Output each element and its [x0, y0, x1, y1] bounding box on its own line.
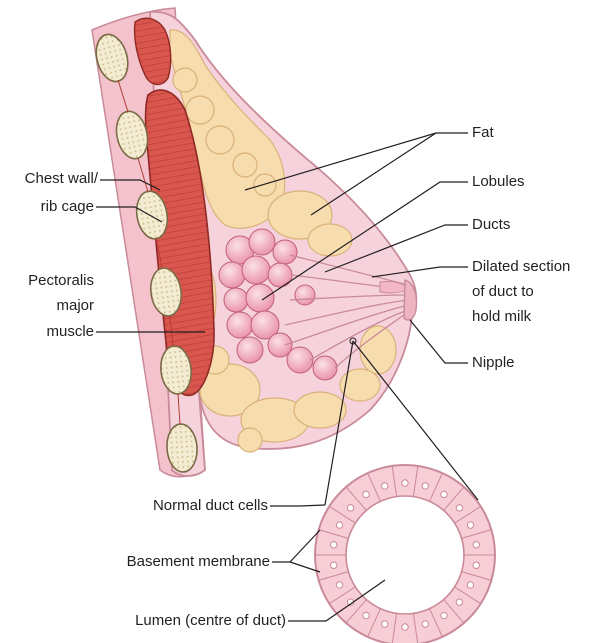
cell-nucleus — [331, 562, 337, 568]
cell-nucleus — [422, 621, 428, 627]
cell-nucleus — [336, 522, 342, 528]
cell-nucleus — [402, 624, 408, 630]
cell-nucleus — [473, 542, 479, 548]
cell-nucleus — [441, 612, 447, 618]
label-normal-duct-cells: Normal duct cells — [153, 497, 268, 515]
cell-nucleus — [382, 621, 388, 627]
cell-nucleus — [473, 562, 479, 568]
label-lobules: Lobules — [472, 173, 525, 191]
label-basement-membrane: Basement membrane — [127, 553, 270, 571]
cell-nucleus — [456, 599, 462, 605]
label-nipple: Nipple — [472, 354, 515, 372]
label-pectoralis-3: muscle — [46, 323, 94, 341]
cell-nucleus — [363, 491, 369, 497]
duct-cross-section — [315, 465, 495, 643]
label-dilated-line2: of duct to — [472, 283, 534, 301]
label-fat: Fat — [472, 124, 494, 142]
cell-nucleus — [467, 582, 473, 588]
cell-nucleus — [336, 582, 342, 588]
label-ducts: Ducts — [472, 216, 510, 234]
label-lumen: Lumen (centre of duct) — [135, 612, 286, 630]
cell-nucleus — [456, 505, 462, 511]
cell-nucleus — [347, 505, 353, 511]
cell-nucleus — [467, 522, 473, 528]
cell-nucleus — [331, 542, 337, 548]
label-dilated-line1: Dilated section — [472, 258, 570, 276]
cell-nucleus — [363, 612, 369, 618]
label-chest-wall-1: Chest wall/ — [25, 170, 98, 188]
label-pectoralis-1: Pectoralis — [28, 272, 94, 290]
cell-nucleus — [402, 480, 408, 486]
label-chest-wall-2: rib cage — [41, 198, 94, 216]
cell-nucleus — [441, 491, 447, 497]
label-pectoralis-2: major — [56, 297, 94, 315]
cell-nucleus — [422, 483, 428, 489]
cell-nucleus — [382, 483, 388, 489]
label-dilated-line3: hold milk — [472, 308, 531, 326]
